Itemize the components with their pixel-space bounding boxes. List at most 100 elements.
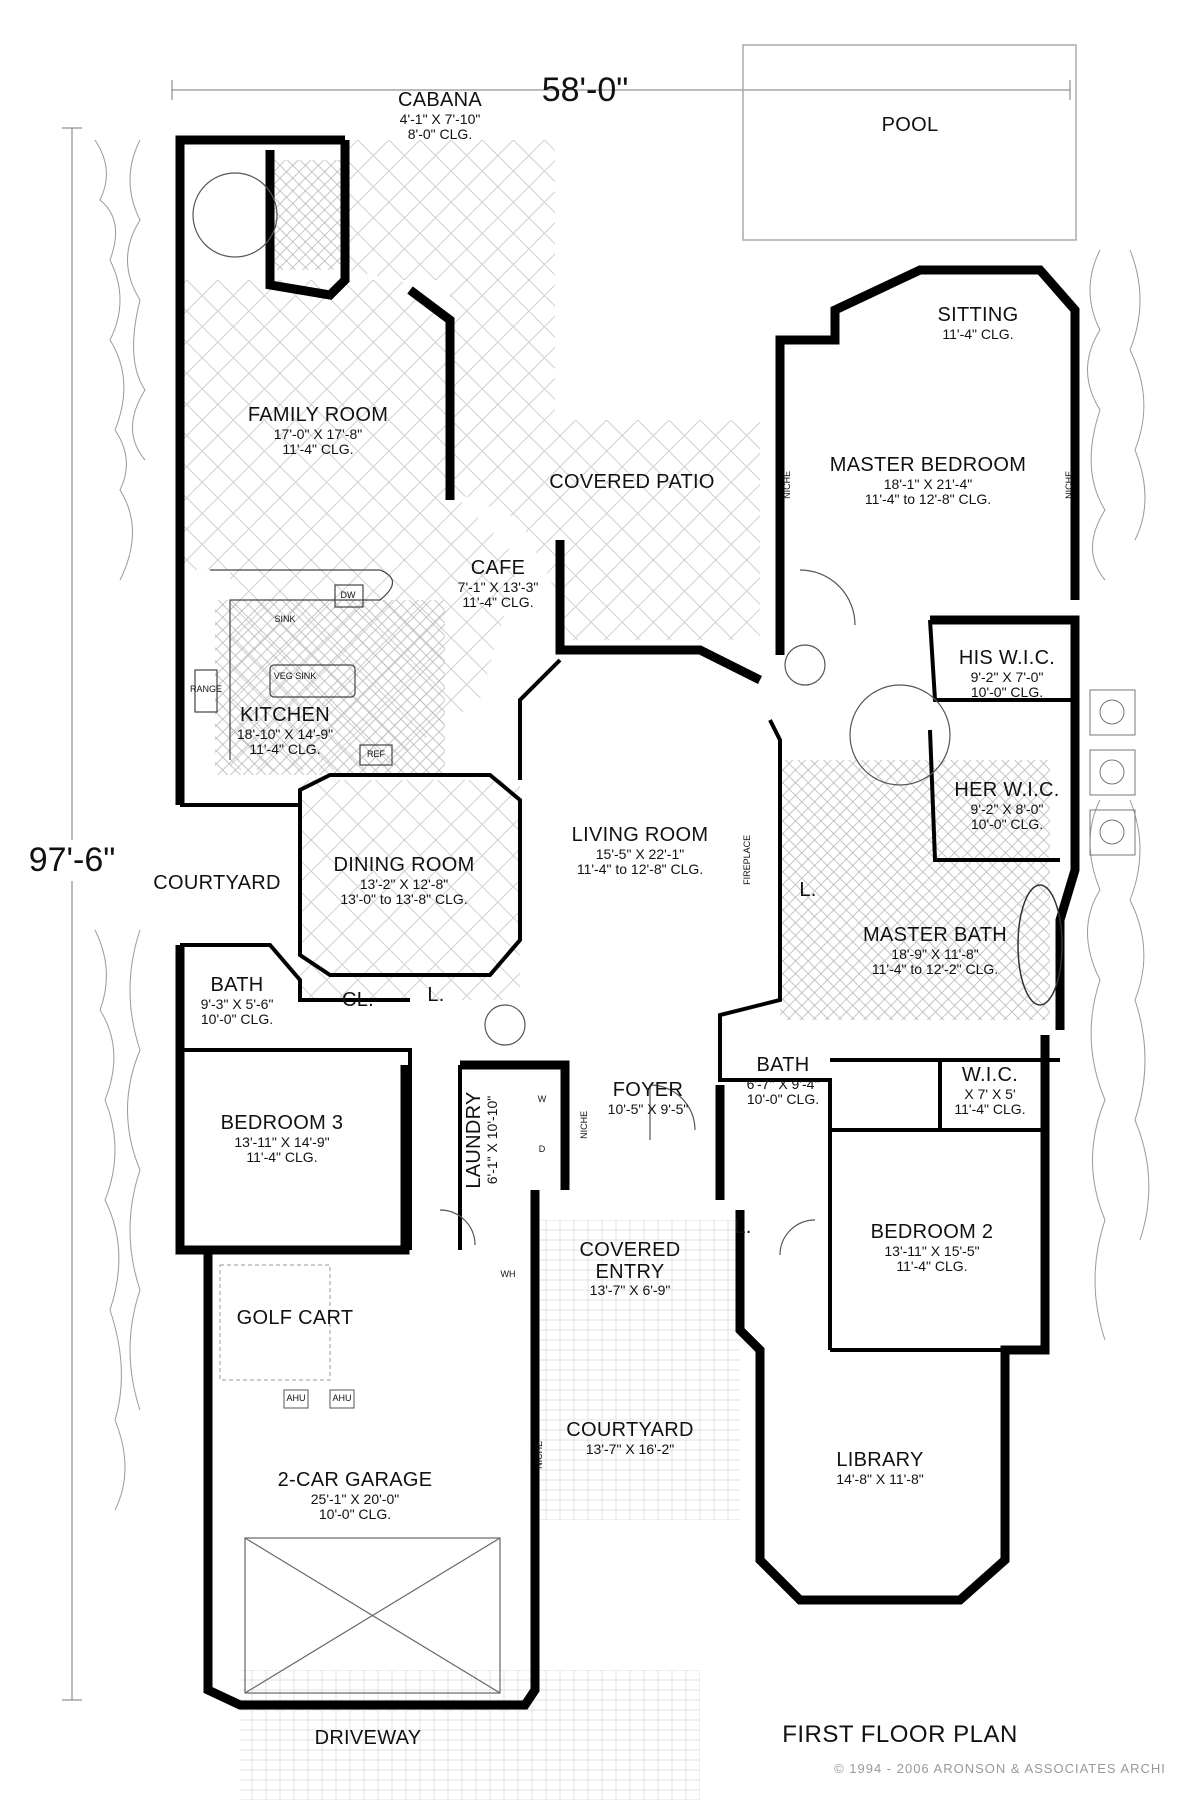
bath-mid-label: BATH 6'-7" X 9'-4" 10'-0" CLG. — [746, 1054, 820, 1107]
courtyard-front-name: COURTYARD — [566, 1419, 694, 1441]
laundry-name: LAUNDRY — [463, 1091, 486, 1189]
niche-label-4: NICHE — [534, 1440, 545, 1469]
library-dims: 14'-8" X 11'-8" — [836, 1470, 924, 1487]
kitchen-name: KITCHEN — [240, 704, 330, 726]
living-room-ceiling: 11'-4" to 12'-8" CLG. — [576, 860, 704, 877]
cabana-patio-floor — [345, 140, 760, 640]
foyer-name: FOYER — [612, 1079, 684, 1101]
overall-width: 58'-0" — [541, 71, 629, 109]
linen-2-label: L. — [799, 879, 817, 901]
master-vestibule — [849, 684, 951, 786]
master-bath-label: MASTER BATH 18'-9" X 11'-8" 11'-4" to 12… — [862, 924, 1008, 977]
garage-name: 2-CAR GARAGE — [277, 1469, 433, 1491]
covered-entry-dims: 13'-7" X 6'-9" — [589, 1282, 671, 1299]
family-room-ceiling: 11'-4" CLG. — [282, 440, 354, 457]
bedroom-3-name: BEDROOM 3 — [220, 1112, 344, 1134]
bath-mid-dims: 6'-7" X 9'-4" — [746, 1075, 820, 1092]
ahu-1-label: AHU — [286, 1393, 306, 1403]
ahu-1 — [283, 1389, 309, 1409]
family-room-name: FAMILY ROOM — [247, 404, 389, 426]
pool-name: POOL — [881, 114, 939, 136]
fireplace-label: FIREPLACE — [742, 834, 753, 885]
living-room-name: LIVING ROOM — [571, 824, 709, 846]
copyright-notice: © 1994 - 2006 ARONSON & ASSOCIATES ARCHI — [834, 1761, 1166, 1776]
foyer-dims: 10'-5" X 9'-5" — [607, 1100, 689, 1117]
library-label: LIBRARY 14'-8" X 11'-8" — [836, 1449, 924, 1487]
living-room-dims: 15'-5" X 22'-1" — [595, 845, 685, 862]
cabana-name: CABANA — [397, 89, 483, 111]
wic-small-dims: X 7' X 5' — [964, 1085, 1016, 1102]
her-wic-dims: 9'-2" X 8'-0" — [970, 800, 1044, 817]
master-bedroom-dims: 18'-1" X 21'-4" — [883, 475, 973, 492]
covered-entry-name: COVERED — [579, 1239, 681, 1261]
sitting-ceiling: 11'-4" CLG. — [942, 325, 1014, 342]
master-bedroom-ceiling: 11'-4" to 12'-8" CLG. — [864, 490, 992, 507]
kitchen-counters — [194, 569, 394, 766]
pool — [742, 44, 1077, 241]
covered-patio-label: COVERED PATIO — [549, 471, 714, 494]
range-label: RANGE — [189, 684, 223, 694]
cafe-label: CAFE 7'-1" X 13'-3" 11'-4" CLG. — [458, 557, 539, 610]
her-wic-ceiling: 10'-0" CLG. — [970, 815, 1044, 832]
covered-entry-floor — [540, 1220, 740, 1520]
cabana-ceiling: 8'-0" CLG. — [407, 125, 473, 142]
niche-label-2: NICHE — [1064, 470, 1075, 499]
dining-room-name: DINING ROOM — [333, 854, 475, 876]
bedroom-2-name: BEDROOM 2 — [870, 1221, 994, 1243]
master-bath-name: MASTER BATH — [862, 924, 1008, 946]
bedroom-3-label: BEDROOM 3 13'-11" X 14'-9" 11'-4" CLG. — [220, 1112, 344, 1165]
kitchen-ceiling: 11'-4" CLG. — [249, 740, 321, 757]
master-bedroom-name: MASTER BEDROOM — [829, 454, 1027, 476]
kitchen-tile — [215, 600, 445, 775]
niche-label-1: NICHE — [782, 470, 793, 499]
covered-entry-label: COVERED ENTRY 13'-7" X 6'-9" — [579, 1239, 681, 1299]
courtyard-front-dims: 13'-7" X 16'-2" — [585, 1440, 675, 1457]
cafe-ceiling: 11'-4" CLG. — [462, 593, 534, 610]
cabana-label: CABANA 4'-1" X 7'-10" 8'-0" CLG. — [397, 89, 483, 142]
dining-room-dims: 13'-2" X 12'-8" — [359, 875, 449, 892]
bedroom-2-dims: 13'-11" X 15'-5" — [884, 1242, 980, 1259]
bedroom-3-ceiling: 11'-4" CLG. — [246, 1148, 318, 1165]
cabana-tile — [270, 160, 350, 270]
ahu-2 — [329, 1389, 355, 1409]
garage-ceiling: 10'-0" CLG. — [318, 1505, 392, 1522]
courtyard-side-name: COURTYARD — [153, 872, 281, 894]
bath-left-label: BATH 9'-3" X 5'-6" 10'-0" CLG. — [200, 974, 274, 1027]
refrigerator-label: REF — [367, 749, 385, 759]
wic-small-name: W.I.C. — [961, 1064, 1019, 1086]
her-wic-label: HER W.I.C. 9'-2" X 8'-0" 10'-0" CLG. — [954, 779, 1059, 832]
family-room-dims: 17'-0" X 17'-8" — [273, 425, 363, 442]
foyer-label: FOYER 10'-5" X 9'-5" — [607, 1079, 689, 1117]
garage-dims: 25'-1" X 20'-0" — [310, 1490, 400, 1507]
driveway-floor — [240, 1670, 700, 1800]
plan-title: FIRST FLOOR PLAN — [782, 1721, 1018, 1748]
bath-left-ceiling: 10'-0" CLG. — [200, 1010, 274, 1027]
master-bedroom-label: MASTER BEDROOM 18'-1" X 21'-4" 11'-4" to… — [829, 454, 1027, 507]
garage-label: 2-CAR GARAGE 25'-1" X 20'-0" 10'-0" CLG. — [277, 1469, 433, 1522]
pool-label: POOL — [881, 114, 939, 137]
dimension-lines — [62, 80, 1071, 1701]
ahu-2-label: AHU — [332, 1393, 352, 1403]
door-swings — [192, 172, 856, 1256]
hall-rotunda — [784, 644, 826, 686]
master-tub — [1017, 884, 1063, 1006]
dining-room-ceiling: 13'-0" to 13'-8" CLG. — [340, 890, 468, 907]
his-wic-name: HIS W.I.C. — [958, 647, 1056, 669]
his-wic-ceiling: 10'-0" CLG. — [970, 683, 1044, 700]
wic-small-label: W.I.C. X 7' X 5' 11'-4" CLG. — [954, 1064, 1026, 1117]
his-wic-label: HIS W.I.C. 9'-2" X 7'-0" 10'-0" CLG. — [958, 647, 1056, 700]
golf-cart-bay — [219, 1264, 331, 1381]
closet-label: CL. — [341, 989, 375, 1011]
stair-well — [192, 172, 278, 258]
sitting-name: SITTING — [937, 304, 1019, 326]
niche-label-3: NICHE — [579, 1110, 590, 1139]
wic-small-ceiling: 11'-4" CLG. — [954, 1100, 1026, 1117]
dryer-label: D — [538, 1144, 546, 1154]
water-heater-label: WH — [500, 1269, 516, 1279]
laundry-dims: 6'-1" X 10'-10" — [484, 1095, 501, 1185]
driveway-label: DRIVEWAY — [314, 1727, 422, 1749]
dishwasher-label: DW — [340, 590, 356, 600]
foyer-rotunda — [484, 1004, 526, 1046]
family-room-label: FAMILY ROOM 17'-0" X 17'-8" 11'-4" CLG. — [247, 404, 389, 457]
